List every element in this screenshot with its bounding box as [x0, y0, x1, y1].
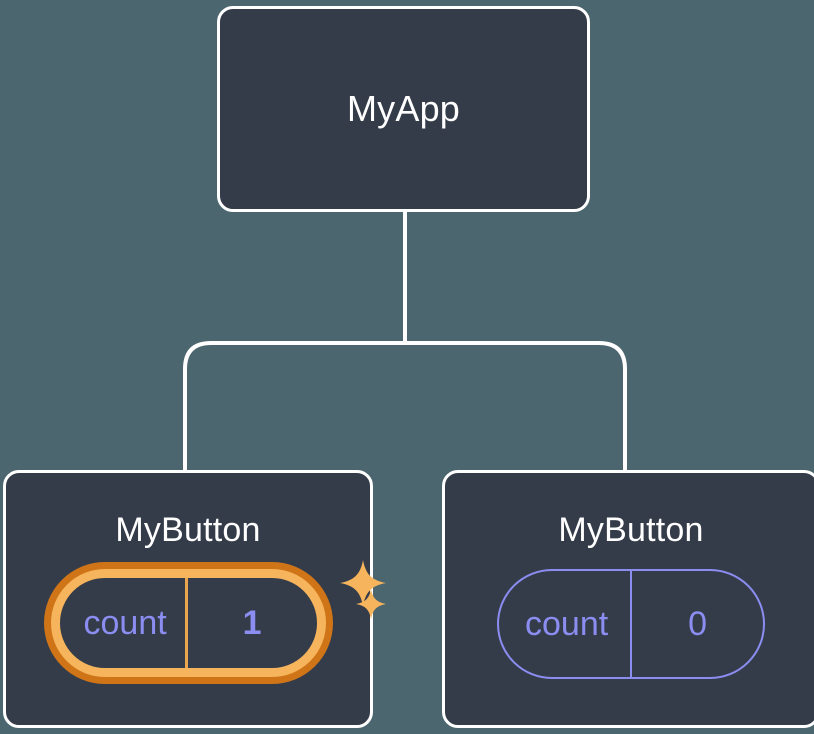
state-pill-divider-right [630, 571, 633, 677]
sparkle-large-icon [339, 560, 386, 606]
connector-child-bus [183, 341, 627, 472]
node-mybutton-right[interactable]: MyButton count 0 [442, 470, 814, 728]
state-key-right: count [525, 605, 609, 643]
state-key-left: count [83, 604, 167, 642]
node-myapp-label: MyApp [346, 88, 461, 129]
state-pill-divider-left [184, 578, 188, 668]
state-pill-wrapper-left: count 1 [50, 560, 386, 677]
state-value-right: 0 [688, 605, 708, 643]
state-pill-wrapper-right: count 0 [497, 569, 765, 679]
node-myapp[interactable]: MyApp [217, 6, 590, 212]
state-pill-plain[interactable]: count 0 [497, 569, 765, 679]
state-pill-highlighted[interactable]: count 1 [50, 569, 326, 677]
state-value-left: 1 [242, 604, 262, 642]
node-mybutton-right-label: MyButton [558, 511, 704, 549]
sparkle-small-icon [355, 589, 386, 619]
node-mybutton-left[interactable]: MyButton count 1 [3, 470, 386, 728]
node-mybutton-left-label: MyButton [115, 511, 261, 549]
